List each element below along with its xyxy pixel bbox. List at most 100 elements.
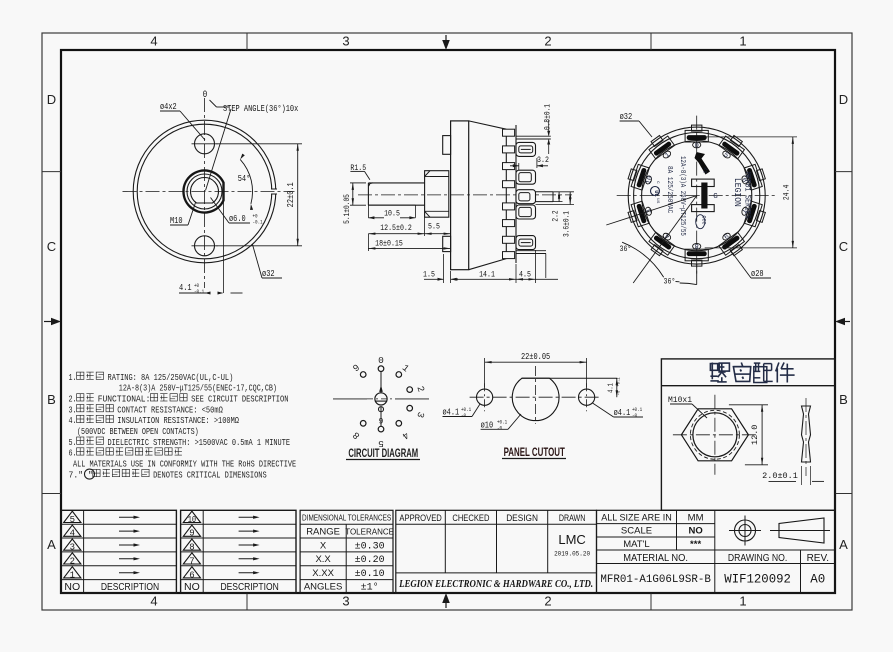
svg-text:MM: MM: [688, 512, 704, 523]
svg-text:2: 2: [70, 556, 75, 566]
svg-text:X.X: X.X: [315, 554, 331, 565]
svg-text:ø10: ø10: [481, 420, 494, 430]
svg-text:12.0: 12.0: [750, 425, 760, 445]
svg-text:12A-8(3)A 250V~μT125/55(ENEC-1: 12A-8(3)A 250V~μT125/55(ENEC-17,CQC,CB): [119, 383, 277, 394]
svg-text:FUNCTIONAL:: FUNCTIONAL:: [98, 394, 151, 405]
svg-text:3: 3: [342, 594, 349, 609]
svg-text:ANGLES: ANGLES: [304, 582, 343, 593]
svg-text:DIELECTRIC STRENGTH: >1500VAC: DIELECTRIC STRENGTH: >1500VAC 0.5mA 1 MI…: [108, 437, 291, 448]
svg-text:4: 4: [150, 34, 157, 49]
svg-text:4: 4: [150, 594, 157, 609]
svg-text:0.8±0.1: 0.8±0.1: [544, 104, 553, 130]
svg-text:5.5: 5.5: [428, 222, 440, 232]
svg-text:TOLERANCE: TOLERANCE: [345, 528, 394, 537]
svg-text:8A 125/250VAC: 8A 125/250VAC: [665, 166, 673, 214]
svg-text:INSULATION RESISTANCE: >100MΩ: INSULATION RESISTANCE: >100MΩ: [117, 415, 239, 426]
svg-text:APPROVED: APPROVED: [399, 513, 442, 524]
svg-text:22±0.1: 22±0.1: [286, 182, 296, 207]
svg-text:3.: 3.: [69, 404, 77, 415]
svg-text:0: 0: [203, 90, 208, 101]
svg-text:LEGION: LEGION: [732, 178, 742, 207]
svg-text:WIF120092: WIF120092: [724, 572, 791, 586]
svg-text:2.0±0.1: 2.0±0.1: [762, 471, 798, 481]
svg-text:3.6±0.1: 3.6±0.1: [563, 211, 572, 237]
svg-text:ø32: ø32: [620, 112, 633, 122]
svg-text:5.: 5.: [69, 437, 77, 448]
svg-text:22±0.05: 22±0.05: [521, 352, 550, 362]
svg-text:3.2: 3.2: [537, 155, 549, 165]
svg-text:12.5±0.2: 12.5±0.2: [380, 223, 412, 233]
svg-text:SEE CIRCUIT DESCRIPTION: SEE CIRCUIT DESCRIPTION: [191, 394, 288, 405]
svg-text:5.1±0.05: 5.1±0.05: [343, 194, 352, 224]
svg-text:REV.: REV.: [807, 553, 829, 564]
svg-text:NO: NO: [184, 581, 200, 593]
svg-text:1.5: 1.5: [423, 270, 435, 280]
svg-text:ø6.0: ø6.0: [229, 214, 246, 224]
svg-text:A: A: [839, 537, 848, 552]
svg-text:UL: UL: [653, 190, 660, 197]
svg-text:SCALE: SCALE: [621, 526, 652, 537]
svg-text:G: G: [713, 193, 718, 201]
svg-text:-0: -0: [616, 391, 622, 396]
svg-text:c: c: [655, 181, 660, 184]
svg-text:0: 0: [695, 142, 699, 150]
svg-text:ALL SIZE ARE IN: ALL SIZE ARE IN: [601, 512, 672, 523]
svg-text:36°: 36°: [664, 277, 676, 287]
svg-text:8: 8: [695, 241, 699, 249]
svg-text:MAT'L: MAT'L: [623, 539, 649, 550]
svg-text:MFR01 SERIES: MFR01 SERIES: [743, 172, 752, 219]
svg-text:ø4x2: ø4x2: [160, 102, 177, 112]
svg-text:DESCRIPTION: DESCRIPTION: [220, 581, 278, 593]
svg-text:X.XX: X.XX: [312, 568, 334, 579]
svg-text:4.1: 4.1: [608, 383, 616, 393]
svg-text:-0: -0: [632, 412, 637, 419]
svg-text:DESCRIPTION: DESCRIPTION: [101, 581, 159, 593]
svg-text:54°: 54°: [238, 174, 251, 184]
svg-text:7: 7: [189, 556, 194, 566]
svg-text:DENOTES CRITICAL DIMENSIONS: DENOTES CRITICAL DIMENSIONS: [153, 469, 267, 480]
svg-text:A0: A0: [810, 572, 825, 586]
svg-text:±0.10: ±0.10: [355, 569, 385, 580]
svg-text:-0.1: -0.1: [194, 288, 205, 295]
svg-text:DIMENSIONAL TOLERANCES: DIMENSIONAL TOLERANCES: [302, 513, 391, 523]
svg-text:4.1: 4.1: [179, 283, 192, 293]
svg-text:3: 3: [70, 543, 75, 553]
svg-text:LEGION ELECTRONIC & HARDWARE C: LEGION ELECTRONIC & HARDWARE CO., LTD.: [398, 578, 593, 590]
svg-text:2: 2: [544, 34, 551, 49]
svg-text:1.: 1.: [69, 372, 77, 383]
svg-text:(500VDC BETWEEN OPEN CONTACTS): (500VDC BETWEEN OPEN CONTACTS): [77, 426, 199, 437]
svg-text:4.5: 4.5: [519, 270, 531, 280]
svg-text:C: C: [839, 239, 848, 254]
svg-text:ø4.1: ø4.1: [443, 408, 460, 418]
svg-text:24.4: 24.4: [782, 185, 792, 201]
svg-text:D: D: [839, 92, 848, 107]
svg-text:MATERIAL NO.: MATERIAL NO.: [623, 553, 688, 564]
svg-text:CIRCUIT DIAGRAM: CIRCUIT DIAGRAM: [348, 448, 418, 460]
svg-text:X: X: [320, 540, 327, 551]
svg-text:0: 0: [378, 355, 384, 366]
svg-text:ø4.1: ø4.1: [614, 408, 631, 418]
svg-text:MFR01-A1G06L9SR-B: MFR01-A1G06L9SR-B: [600, 574, 711, 586]
svg-text:+0.1: +0.1: [616, 377, 622, 386]
svg-text:1: 1: [739, 34, 746, 49]
svg-text:LMC: LMC: [558, 532, 585, 547]
svg-text:±0.30: ±0.30: [355, 541, 385, 552]
svg-text:1: 1: [739, 594, 746, 609]
svg-text:6: 6: [189, 570, 194, 580]
svg-text:NO: NO: [64, 581, 80, 593]
svg-text:-0: -0: [497, 425, 502, 432]
svg-text:4: 4: [70, 529, 75, 539]
svg-text:***: ***: [690, 539, 701, 550]
svg-text:PANEL CUTOUT: PANEL CUTOUT: [504, 447, 565, 459]
svg-text:2: 2: [544, 594, 551, 609]
svg-text:8: 8: [189, 543, 194, 553]
svg-text:±0.20: ±0.20: [355, 555, 385, 566]
svg-text:-0.1: -0.1: [253, 219, 264, 226]
svg-text:1: 1: [70, 570, 75, 580]
svg-text:18±0.15: 18±0.15: [375, 239, 403, 249]
svg-text:10: 10: [188, 515, 196, 525]
svg-text:B: B: [839, 392, 848, 407]
svg-text:4.: 4.: [69, 415, 77, 426]
svg-text:NO: NO: [688, 526, 702, 537]
svg-text:6.: 6.: [69, 448, 77, 459]
